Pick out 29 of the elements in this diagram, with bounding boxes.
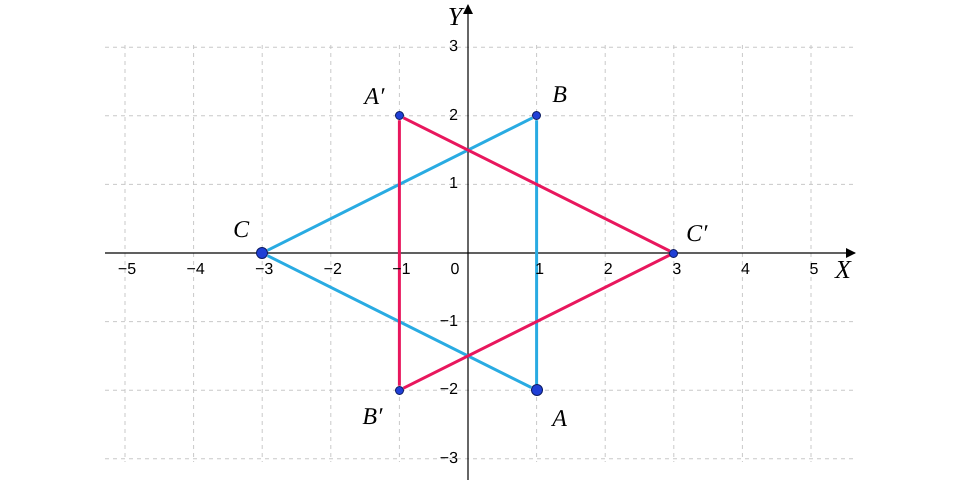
point-label: B′ <box>362 405 382 430</box>
triangle-side <box>535 120 538 384</box>
triangle-side <box>402 116 670 252</box>
tick-label: −2 <box>440 382 458 398</box>
point-label: A′ <box>364 84 384 109</box>
tick-label: 1 <box>449 176 458 192</box>
tick-label: 2 <box>449 108 458 124</box>
point-label: B <box>552 82 567 107</box>
tick-label: −5 <box>118 262 136 278</box>
tick-label: 2 <box>604 262 613 278</box>
tick-label: −3 <box>255 262 274 278</box>
tick-label: 5 <box>810 262 818 278</box>
axis-label: Y <box>448 4 462 30</box>
tick-label: −1 <box>440 314 458 330</box>
point-label: C <box>233 218 250 242</box>
axis-label: X <box>835 257 851 283</box>
tick-label: −2 <box>324 262 342 278</box>
point-label: A <box>552 407 567 432</box>
tick-label: −4 <box>186 262 205 278</box>
tick-label: 4 <box>740 262 750 278</box>
tick-label: −3 <box>440 450 458 467</box>
point-label: C′ <box>686 222 708 246</box>
triangle-side <box>402 254 670 390</box>
triangle-side <box>266 254 532 389</box>
triangle-side <box>266 116 534 252</box>
triangle-side <box>398 120 401 386</box>
tick-label: 0 <box>450 262 460 278</box>
tick-label: 3 <box>449 39 458 56</box>
tick-label: 3 <box>672 262 682 278</box>
